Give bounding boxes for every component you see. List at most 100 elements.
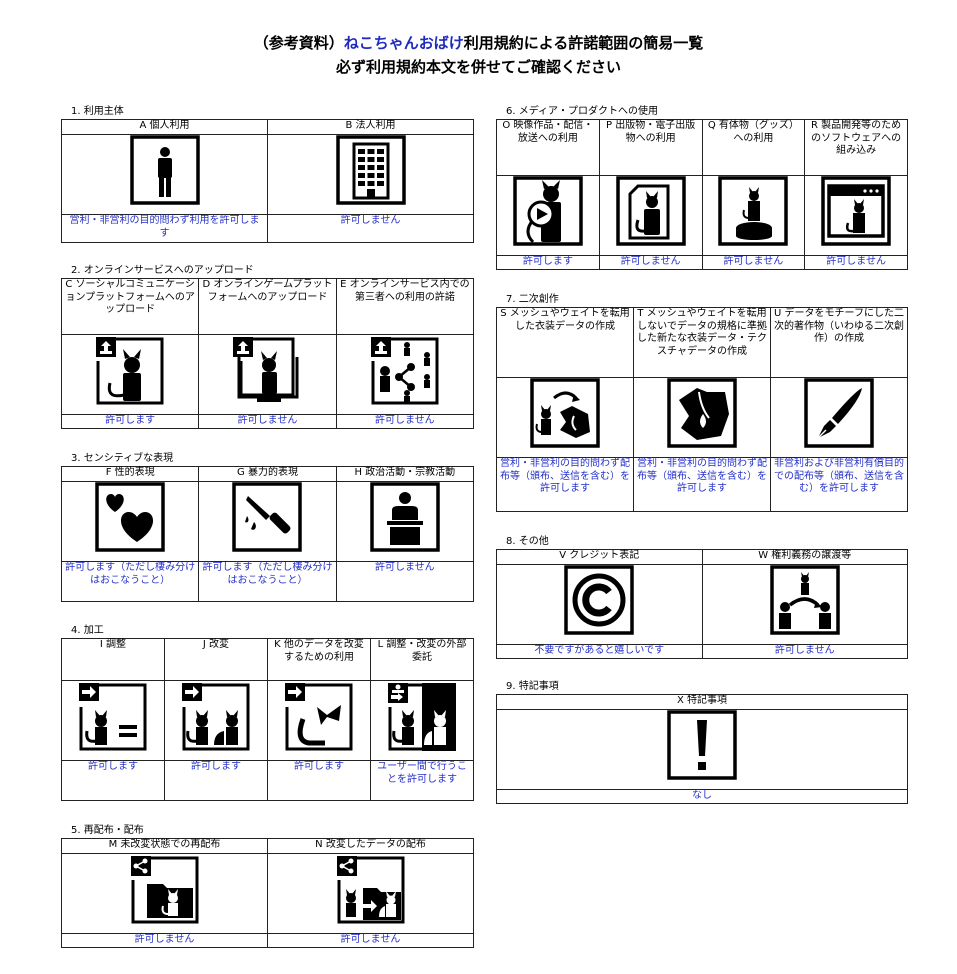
- result-text: 許可しません: [267, 214, 474, 243]
- item-label: N 改変したデータの配布: [267, 838, 474, 854]
- item-label: P 出版物・電子出版物への利用: [598, 119, 703, 176]
- result-text: 許可します: [496, 255, 600, 270]
- result-text: 不要ですがあると嬉しいです: [496, 644, 703, 659]
- exclamation-icon: [667, 710, 737, 780]
- modify-icon: [180, 681, 252, 753]
- distribute-modified-icon: [335, 854, 407, 926]
- result-text: 許可しません: [61, 933, 268, 948]
- section-special-notes: 9. 特記事項 X 特記事項 なし: [496, 680, 908, 804]
- pen-icon: [804, 378, 874, 448]
- item-label: B 法人利用: [267, 119, 474, 135]
- result-text: 許可しません: [598, 255, 703, 270]
- transfer-icon: [770, 565, 840, 635]
- upload-share-icon: [369, 335, 441, 407]
- item-label: T メッシュやウェイトを転用しないでデータの規格に準拠した新たな衣装データ・テク…: [633, 307, 771, 378]
- item-label: U データをモチーフにした二次的著作物（いわゆる二次創作）の作成: [770, 307, 908, 378]
- goods-icon: [718, 176, 789, 246]
- hearts-icon: [95, 482, 165, 552]
- section-title: 7. 二次創作: [506, 294, 559, 305]
- result-text: なし: [496, 789, 908, 804]
- result-text: 許可しません: [804, 255, 908, 270]
- result-text: 許可します: [61, 760, 165, 801]
- item-label: S メッシュやウェイトを転用した衣装データの作成: [496, 307, 634, 378]
- item-label: F 性的表現: [60, 466, 200, 482]
- publication-icon: [615, 176, 686, 246]
- item-label: K 他のデータを改変するための利用: [267, 638, 371, 681]
- item-label: Q 有体物（グッズ）への利用: [701, 119, 806, 176]
- item-label: G 暴力的表現: [198, 466, 337, 482]
- item-label: I 調整: [61, 638, 165, 681]
- title-prefix: （参考資料）: [253, 34, 344, 52]
- result-text: 許可しません: [335, 414, 475, 429]
- item-label: H 政治活動・宗教活動: [335, 466, 475, 482]
- software-icon: [821, 176, 891, 246]
- item-label: E オンラインサービス内での第三者への利用の許諾: [335, 278, 475, 335]
- item-label: W 権利義務の譲渡等: [701, 549, 908, 565]
- result-text: 許可します: [267, 760, 371, 801]
- permission-table: X 特記事項 なし: [496, 694, 908, 804]
- result-text: 許可しません: [335, 561, 475, 602]
- result-text: 非営利および非営利有償目的での配布等（頒布、送信を含む）を許可します: [770, 457, 908, 512]
- result-text: 許可しません: [701, 644, 908, 659]
- result-text: 許可します（ただし棲み分けはおこなうこと）: [198, 561, 337, 602]
- item-label: A 個人利用: [61, 119, 268, 135]
- result-text: 許可します: [164, 760, 268, 801]
- section-title: 1. 利用主体: [71, 106, 124, 117]
- section-title: 9. 特記事項: [506, 681, 559, 692]
- result-text: 許可しません: [198, 414, 337, 429]
- item-label: J 改変: [164, 638, 268, 681]
- adjust-icon: [77, 681, 149, 753]
- item-label: X 特記事項: [496, 694, 908, 710]
- item-label: L 調整・改変の外部委託: [370, 638, 474, 681]
- upload-game-icon: [231, 335, 303, 407]
- result-text: 許可します（ただし棲み分けはおこなうこと）: [60, 561, 200, 602]
- knife-icon: [232, 482, 303, 552]
- video-icon: [513, 176, 583, 246]
- section-title: 6. メディア・プロダクトへの使用: [506, 106, 659, 117]
- result-text: 営利・非営利の目的問わず利用を許可します: [61, 214, 268, 243]
- item-label: M 未改変状態での再配布: [61, 838, 268, 854]
- section-online-upload: 2. オンラインサービスへのアップロード C ソーシャルコミュニケーションプラッ…: [60, 264, 475, 429]
- result-text: ユーザー間で行うことを許可します: [370, 760, 474, 801]
- costume-convert-icon: [530, 378, 600, 448]
- person-icon: [129, 135, 200, 205]
- page-title: （参考資料）ねこちゃんおばけ利用規約による許諾範囲の簡易一覧: [0, 32, 957, 54]
- item-label: R 製品開発等のためのソフトウェアへの組み込み: [804, 119, 908, 176]
- title-suffix: 利用規約による許諾範囲の簡易一覧: [463, 34, 704, 52]
- copyright-icon: [564, 565, 634, 635]
- page-subtitle: 必ず利用規約本文を併せてご確認ください: [335, 58, 621, 76]
- section-title: 2. オンラインサービスへのアップロード: [71, 265, 254, 276]
- title-highlight: ねこちゃんおばけ: [343, 34, 464, 52]
- section-title: 5. 再配布・配布: [71, 825, 144, 836]
- podium-icon: [370, 482, 440, 552]
- item-label: C ソーシャルコミュニケーションプラットフォームへのアップロード: [60, 278, 200, 335]
- result-text: 営利・非営利の目的問わず配布等（頒布、送信を含む）を許可します: [496, 457, 634, 512]
- reuse-parts-icon: [283, 681, 355, 753]
- result-text: 営利・非営利の目的問わず配布等（頒布、送信を含む）を許可します: [633, 457, 771, 512]
- section-title: 4. 加工: [71, 625, 104, 636]
- result-text: 許可します: [60, 414, 200, 429]
- outsource-icon: [386, 681, 458, 753]
- section-title: 3. センシティブな表現: [71, 453, 174, 464]
- item-label: D オンラインゲームプラットフォームへのアップロード: [198, 278, 337, 335]
- section-title: 8. その他: [506, 536, 549, 547]
- item-label: O 映像作品・配信・放送への利用: [496, 119, 600, 176]
- result-text: 許可しません: [701, 255, 806, 270]
- upload-social-icon: [94, 335, 166, 407]
- item-label: V クレジット表記: [496, 549, 703, 565]
